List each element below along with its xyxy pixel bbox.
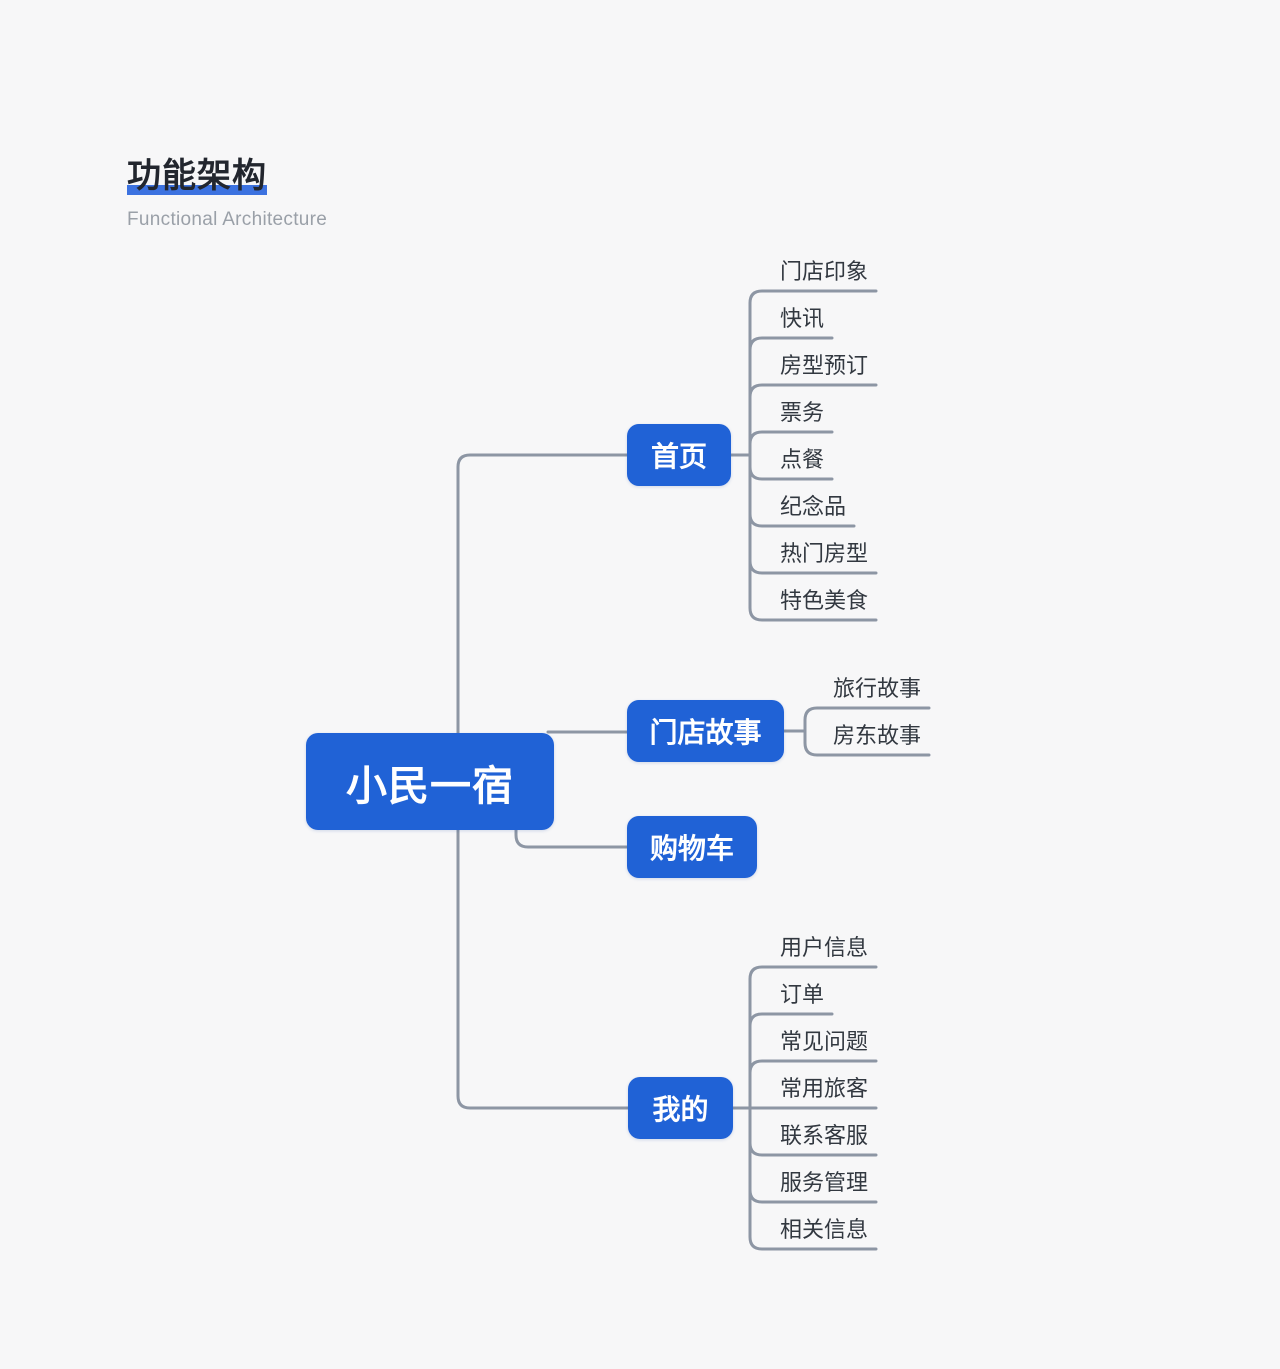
page-title: 功能架构	[127, 157, 267, 195]
leaf-node[interactable]: 热门房型	[780, 541, 869, 566]
branch-node-profile[interactable]: 我的	[628, 1077, 733, 1139]
leaf-node[interactable]: 服务管理	[780, 1170, 869, 1195]
connector-line	[748, 1059, 878, 1110]
leaf-node[interactable]: 快讯	[780, 306, 825, 331]
branch-node-cart[interactable]: 购物车	[627, 816, 757, 878]
branch-node-home[interactable]: 首页	[627, 424, 731, 486]
leaf-node[interactable]: 订单	[780, 982, 825, 1007]
leaf-node[interactable]: 常见问题	[780, 1029, 869, 1054]
connector-line	[803, 729, 931, 757]
leaf-node[interactable]: 点餐	[780, 447, 825, 472]
connector-line	[748, 1012, 834, 1110]
connector-line	[514, 810, 629, 849]
leaf-node[interactable]: 房东故事	[833, 723, 922, 748]
branch-node-store-stories[interactable]: 门店故事	[627, 700, 784, 762]
leaf-node[interactable]: 门店印象	[780, 259, 869, 284]
connector-line	[803, 706, 931, 733]
leaf-node[interactable]: 纪念品	[780, 494, 847, 519]
leaf-node[interactable]: 特色美食	[780, 588, 869, 613]
connector-line	[748, 1106, 878, 1251]
connector-line	[748, 430, 834, 457]
connector-line	[748, 383, 878, 457]
leaf-node[interactable]: 房型预订	[780, 353, 869, 378]
leaf-node[interactable]: 常用旅客	[780, 1076, 869, 1101]
page-subtitle: Functional Architecture	[127, 208, 328, 230]
connector-line	[748, 289, 878, 457]
page-header: 功能架构 Functional Architecture	[127, 155, 327, 231]
leaf-node[interactable]: 用户信息	[780, 935, 869, 960]
leaf-node[interactable]: 旅行故事	[833, 676, 922, 701]
root-node[interactable]: 小民一宿	[306, 733, 554, 830]
leaf-node[interactable]: 票务	[780, 400, 825, 425]
leaf-node[interactable]: 联系客服	[780, 1123, 869, 1148]
page-title-wrap: 功能架构	[127, 155, 267, 198]
leaf-node[interactable]: 相关信息	[780, 1217, 869, 1242]
connector-line	[748, 965, 878, 1110]
connector-line	[748, 453, 878, 622]
title-highlight-bar	[127, 184, 267, 195]
connector-line	[748, 336, 834, 457]
